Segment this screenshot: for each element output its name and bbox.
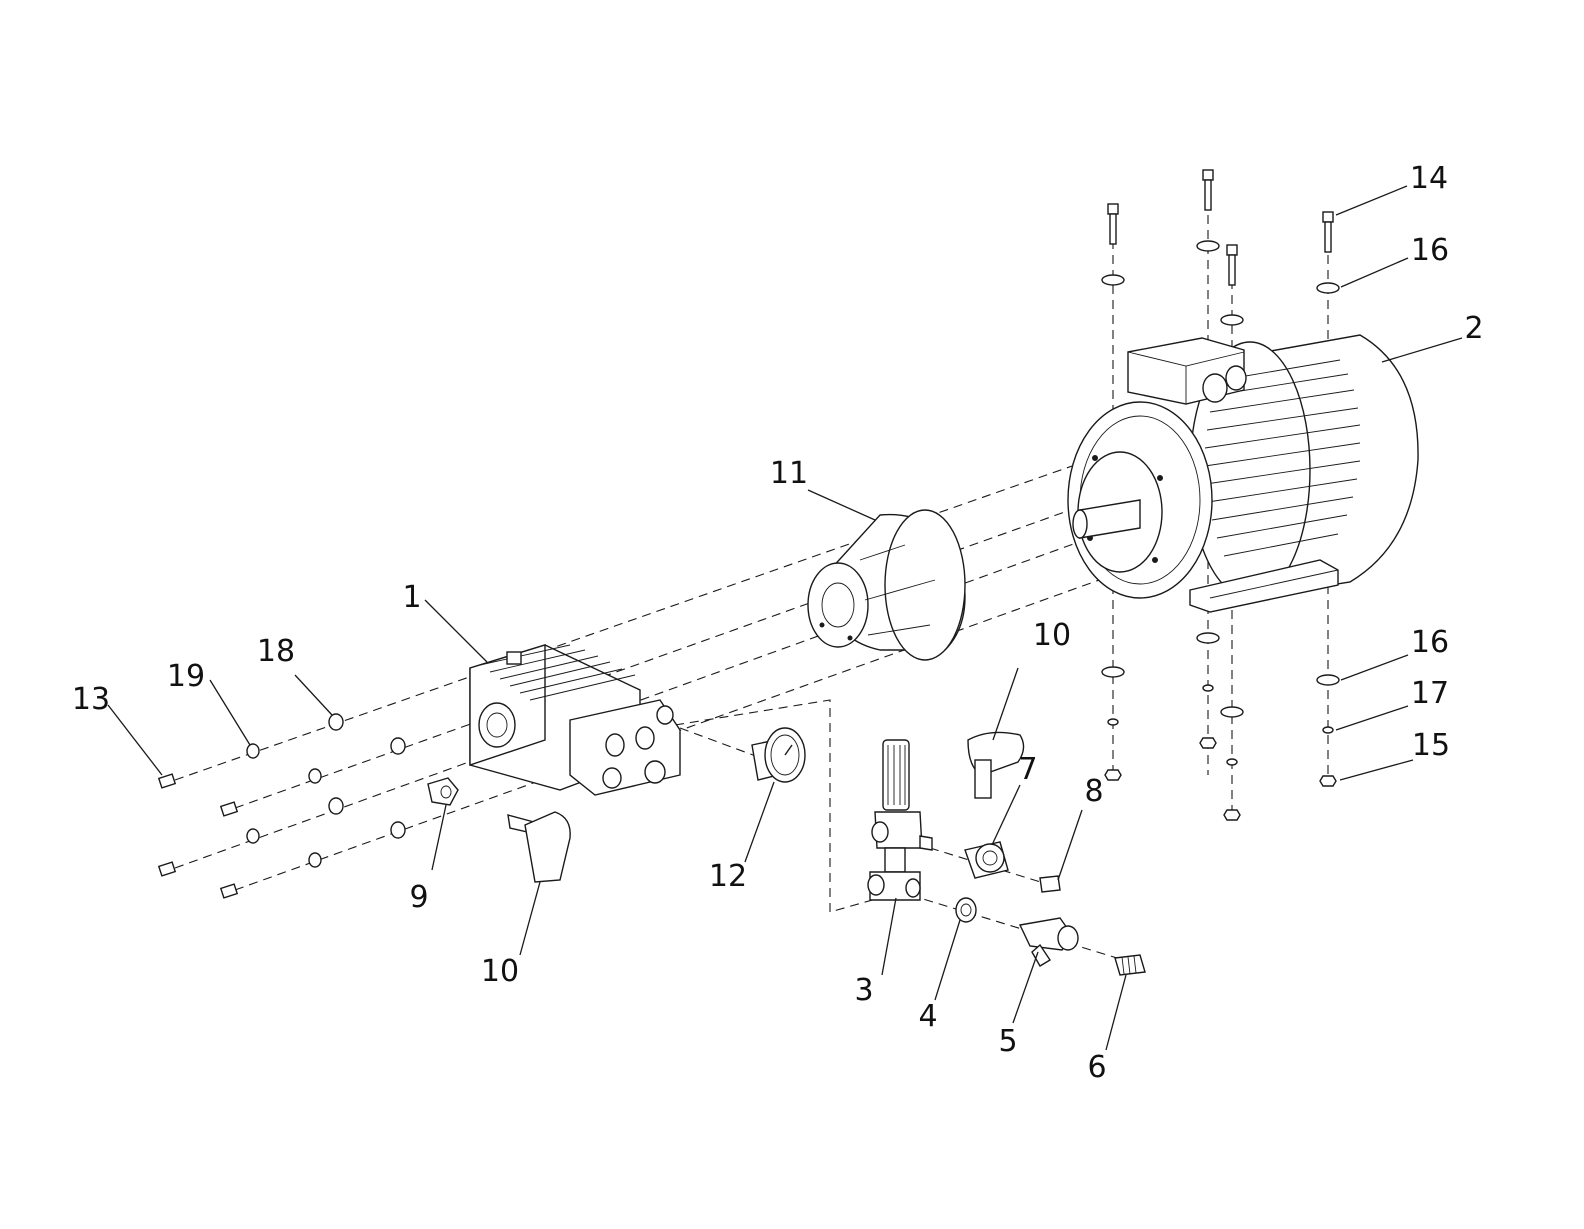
- inlet-fittings: [955, 897, 1146, 976]
- callout-17-lock-washer: 17: [1410, 676, 1450, 711]
- callout-1-pump: 1: [402, 580, 422, 615]
- unloader-valve: [867, 739, 933, 901]
- pump-fasteners: [157, 713, 406, 899]
- leader-lines: [107, 185, 1463, 1051]
- pressure-gauge: [751, 727, 806, 783]
- callout-10-cap-right: 10: [1032, 618, 1072, 653]
- callout-10-cap-left: 10: [480, 954, 520, 989]
- callout-6-hose-barb: 6: [1087, 1050, 1107, 1085]
- callout-12-pressure-gauge: 12: [708, 859, 748, 894]
- motor-fasteners: [1101, 169, 1340, 821]
- callout-11-bell-housing: 11: [769, 456, 809, 491]
- callout-9-fitting: 9: [409, 880, 429, 915]
- callout-14-motor-bolt: 14: [1409, 161, 1449, 196]
- callout-18-flat-washer: 18: [256, 634, 296, 669]
- callout-2-motor: 2: [1464, 311, 1484, 346]
- callout-16-washer-bottom: 16: [1410, 625, 1450, 660]
- callout-4-nipple: 4: [918, 999, 938, 1034]
- callout-19-spring-washer: 19: [166, 659, 206, 694]
- pressure-pump: [469, 644, 681, 796]
- callout-5-strainer: 5: [998, 1024, 1018, 1059]
- electric-motor: [1067, 334, 1419, 613]
- tee-plug-cap-right: [964, 731, 1061, 893]
- fitting-and-cap-left: [427, 777, 571, 883]
- callout-13-pump-bolt: 13: [71, 682, 111, 717]
- callout-7-tee-fitting: 7: [1018, 752, 1038, 787]
- callout-15-nut: 15: [1411, 728, 1451, 763]
- callout-16-washer-top: 16: [1410, 233, 1450, 268]
- callout-8-plug: 8: [1084, 774, 1104, 809]
- callout-3-unloader-valve: 3: [854, 973, 874, 1008]
- bell-housing: [807, 509, 966, 661]
